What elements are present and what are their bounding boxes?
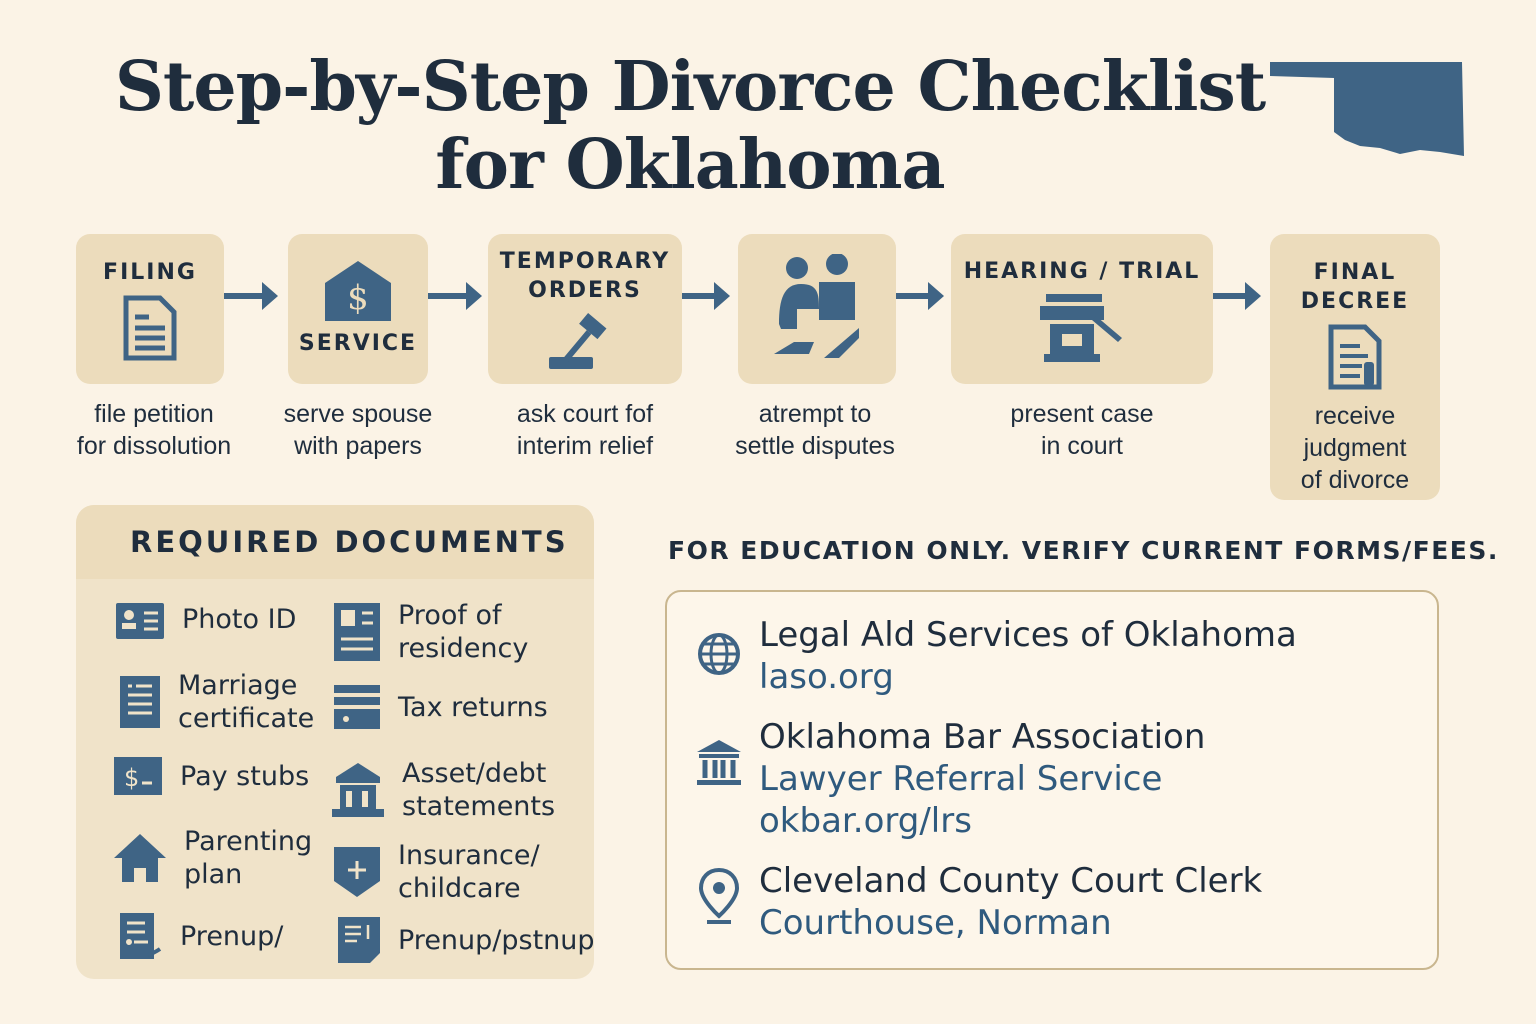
step-label: FILING bbox=[103, 259, 197, 285]
step-label: ORDERS bbox=[528, 278, 642, 303]
document-item: $ Pay stubs bbox=[114, 757, 309, 795]
gavel-icon bbox=[549, 313, 607, 369]
arrow-icon bbox=[896, 282, 944, 310]
bank-icon bbox=[332, 763, 384, 817]
step-description: settle disputes bbox=[735, 432, 895, 460]
step-label: TEMPORARY bbox=[499, 249, 671, 274]
step-filing: FILING bbox=[76, 234, 224, 384]
step-description: receive bbox=[1314, 402, 1396, 430]
step-hearing-trial: HEARING / TRIAL bbox=[951, 234, 1213, 384]
profile-document-icon bbox=[334, 603, 380, 661]
step-description: ask court fof bbox=[516, 400, 654, 428]
decree-document-icon bbox=[1328, 324, 1382, 390]
resource-link[interactable]: laso.org bbox=[759, 657, 894, 697]
step-mediation bbox=[738, 234, 896, 384]
step-temporary-orders: TEMPORARY ORDERS bbox=[488, 234, 682, 384]
step-description: in court bbox=[1041, 432, 1123, 460]
step-description: atrempt to bbox=[758, 400, 872, 428]
document-label: statements bbox=[402, 791, 556, 822]
document-label: Prenup/ bbox=[180, 920, 284, 952]
step-label: SERVICE bbox=[298, 330, 418, 356]
document-label: Photo ID bbox=[182, 603, 297, 635]
document-label: Insurance/ bbox=[398, 840, 540, 871]
step-description: serve spouse bbox=[283, 400, 433, 428]
step-description: with papers bbox=[294, 432, 422, 460]
resource-name: Cleveland County Court Clerk bbox=[759, 861, 1263, 901]
document-item: Photo ID bbox=[116, 599, 296, 639]
step-label: DECREE bbox=[1300, 289, 1410, 314]
resource-name: Lawyer Referral Service bbox=[759, 759, 1163, 799]
mediation-people-icon bbox=[774, 254, 859, 358]
document-icon bbox=[123, 295, 177, 360]
shield-plus-icon bbox=[334, 847, 380, 897]
page-title: Step-by-Step Divorce Checklist for Oklah… bbox=[114, 47, 1266, 205]
step-service: $ SERVICE bbox=[288, 234, 428, 384]
oklahoma-map-icon bbox=[1270, 62, 1464, 156]
step-description: of divorce bbox=[1300, 466, 1410, 494]
arrow-icon bbox=[428, 282, 482, 310]
tax-form-icon bbox=[334, 685, 380, 729]
signed-document-icon bbox=[120, 913, 162, 959]
document-label: Pay stubs bbox=[180, 760, 310, 792]
resource-name: Legal Ald Services of Oklahoma bbox=[759, 615, 1297, 655]
step-description: for dissolution bbox=[76, 432, 232, 460]
step-description: interim relief bbox=[516, 432, 654, 460]
document-label: childcare bbox=[398, 873, 521, 904]
document-label: Proof of bbox=[398, 600, 502, 631]
step-description: judgment bbox=[1303, 434, 1407, 462]
document-label: plan bbox=[184, 859, 243, 890]
document-label: residency bbox=[398, 633, 529, 664]
step-description: file petition bbox=[94, 400, 214, 428]
courthouse-icon bbox=[697, 740, 741, 785]
document-label: certificate bbox=[178, 703, 315, 734]
home-icon bbox=[114, 834, 166, 882]
document-item: Insurance/childcare bbox=[334, 839, 540, 905]
id-card-icon bbox=[116, 603, 164, 639]
resource-link[interactable]: okbar.org/lrs bbox=[759, 801, 972, 841]
document-label: Prenup/pstnup bbox=[398, 924, 594, 956]
document-item: Prenup/pstnup bbox=[338, 917, 594, 963]
document-label: Tax returns bbox=[398, 691, 548, 723]
certificate-icon bbox=[120, 676, 160, 728]
disclaimer-note: FOR EDUCATION ONLY. VERIFY CURRENT FORMS… bbox=[668, 536, 1499, 565]
arrow-icon bbox=[682, 282, 730, 310]
step-label: FINAL bbox=[1313, 260, 1397, 285]
document-item: Tax returns bbox=[334, 685, 548, 729]
house-dollar-icon: $ bbox=[325, 260, 391, 321]
documents-heading: REQUIRED DOCUMENTS bbox=[76, 505, 594, 579]
courtroom-gavel-icon bbox=[1040, 293, 1122, 362]
document-label: Marriage bbox=[178, 670, 298, 701]
dollar-stub-icon: $ bbox=[114, 757, 162, 795]
arrow-icon bbox=[224, 282, 278, 310]
step-label: HEARING / TRIAL bbox=[963, 258, 1201, 284]
svg-text:$: $ bbox=[347, 278, 369, 318]
resource-name: Oklahoma Bar Association bbox=[759, 717, 1206, 757]
agreement-document-icon bbox=[338, 917, 380, 963]
document-label: Parenting bbox=[184, 826, 313, 857]
step-description: present case bbox=[1010, 400, 1154, 428]
document-item: Prenup/ bbox=[120, 913, 283, 959]
step-final-decree: FINAL DECREE receive judgment of divorce bbox=[1270, 234, 1440, 500]
svg-text:$: $ bbox=[124, 764, 139, 792]
document-label: Asset/debt bbox=[402, 758, 547, 789]
location-pin-icon bbox=[698, 868, 740, 924]
arrow-icon bbox=[1213, 282, 1261, 310]
globe-icon bbox=[698, 633, 740, 675]
resource-location: Courthouse, Norman bbox=[759, 903, 1112, 943]
